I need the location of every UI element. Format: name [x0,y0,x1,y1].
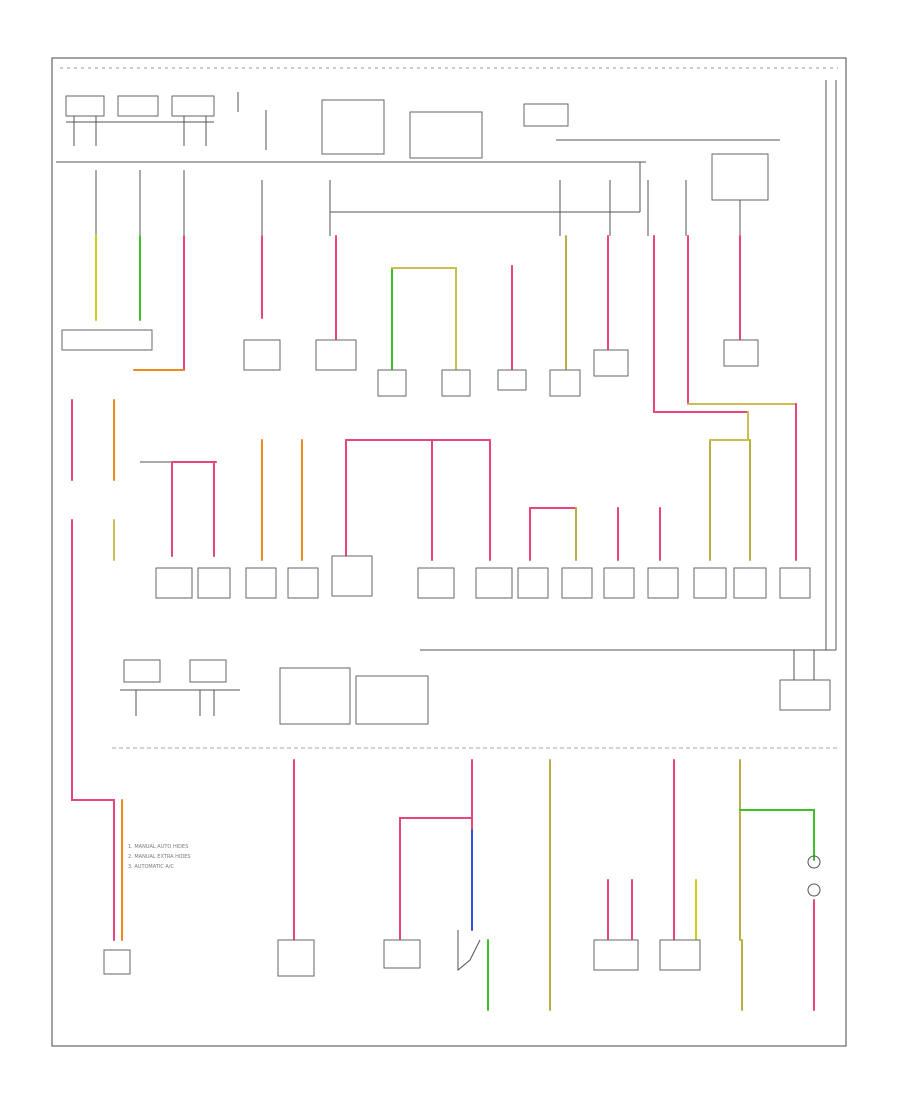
legend-line-1: 1. MANUAL AUTO HIDES [128,844,188,850]
middle-wires [71,399,751,601]
lower-relays [120,650,831,725]
upper-connectors [95,170,741,236]
legend-line-3: 3. AUTOMATIC A/C [128,864,174,870]
legend: 1. MANUAL AUTO HIDES 2. MANUAL EXTRA HID… [128,844,191,870]
middle-components [155,555,811,599]
legend-line-2: 2. MANUAL EXTRA HIDES [128,854,191,860]
lower-wires [71,599,815,1011]
upper-components [61,329,759,397]
lower-components [103,855,821,977]
diagram-frame [51,57,847,1047]
top-relay-blocks [56,92,780,213]
upper-wires [95,235,797,561]
